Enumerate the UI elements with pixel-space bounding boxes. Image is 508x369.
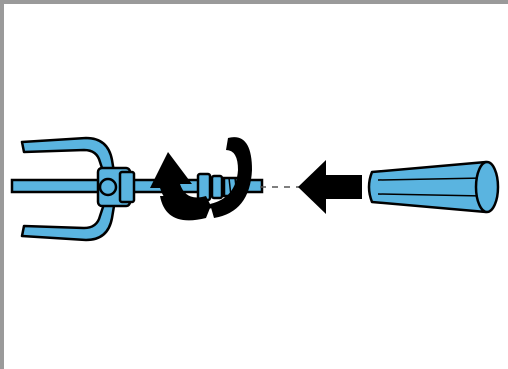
handle	[367, 160, 500, 214]
frame-top-border	[0, 0, 508, 4]
frame-left-border	[0, 0, 4, 369]
arrow-left-icon	[298, 160, 362, 214]
spit-fork	[20, 136, 136, 242]
rotate-cw-arrow-icon	[150, 137, 252, 221]
